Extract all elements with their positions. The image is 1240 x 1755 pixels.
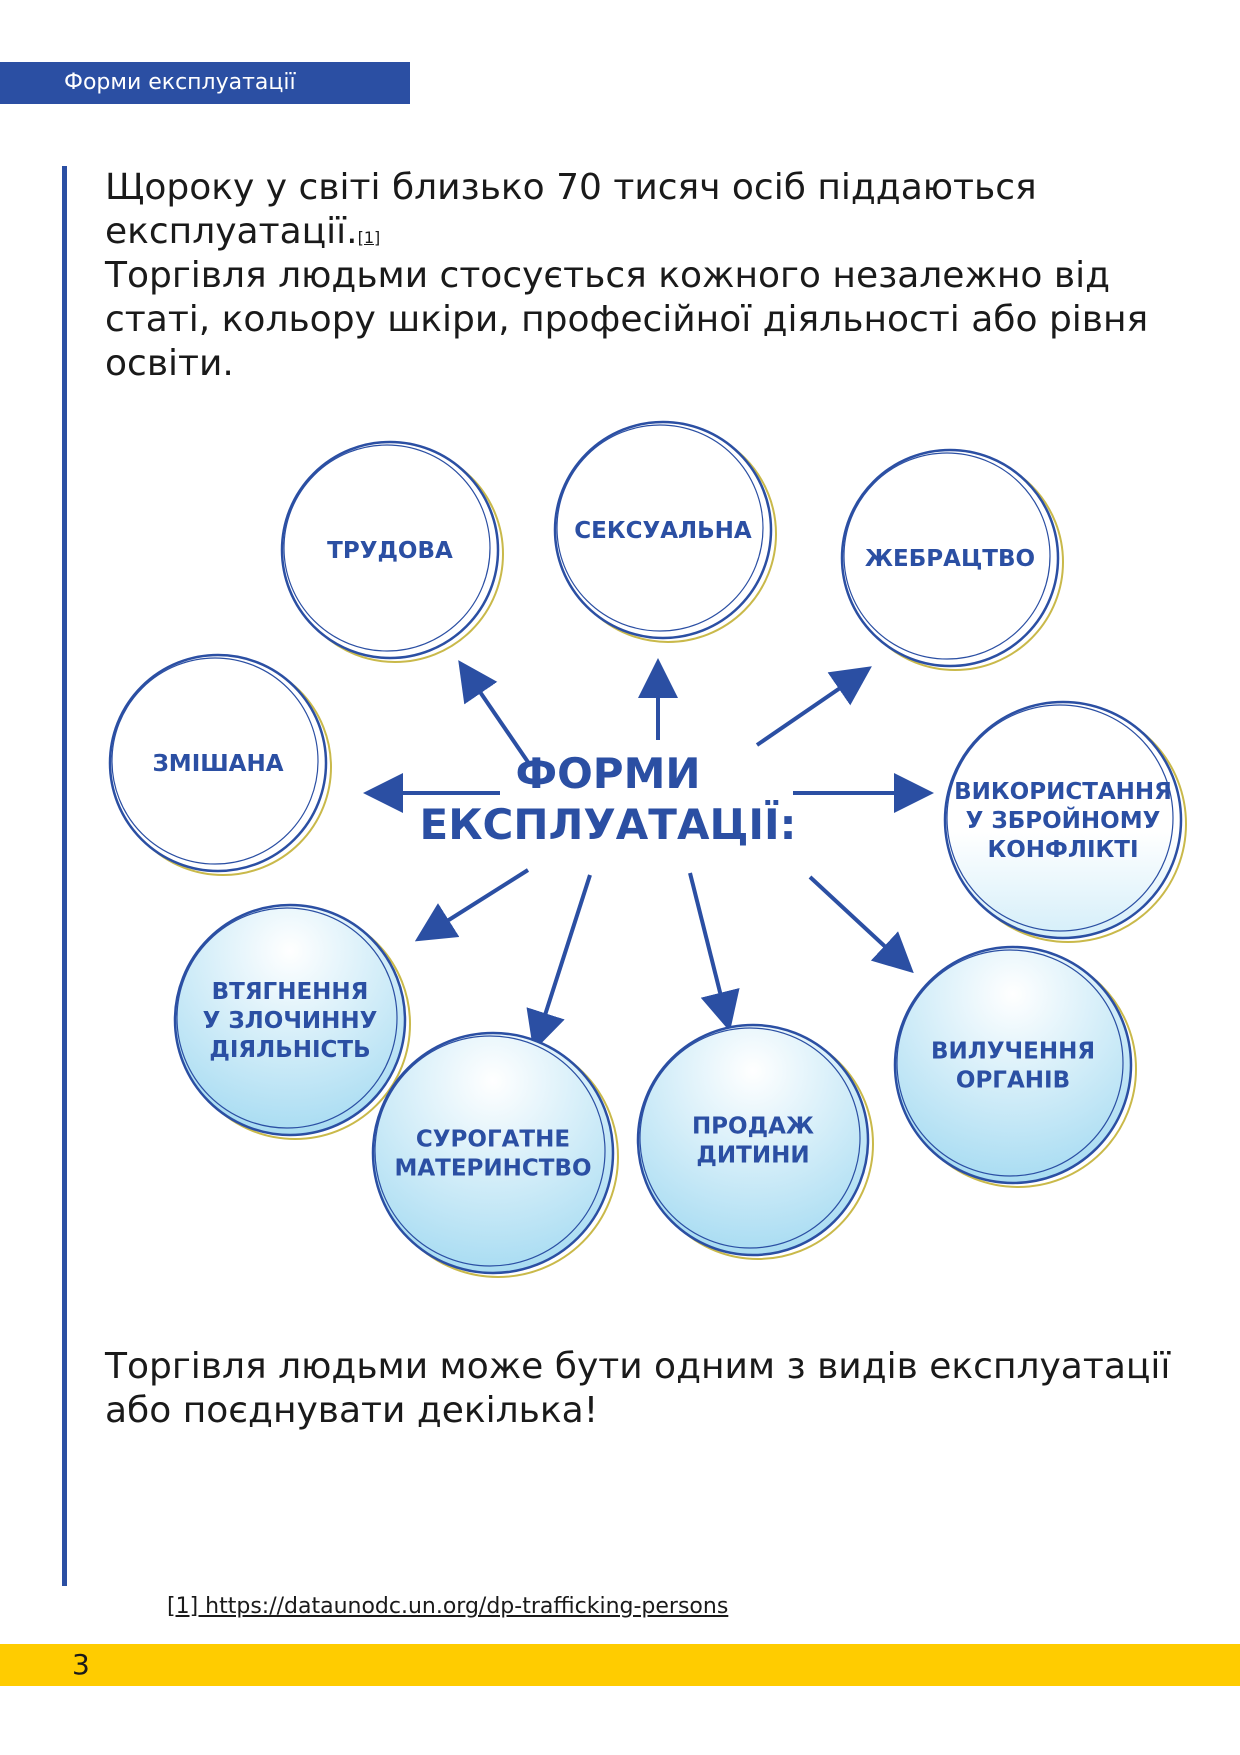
form-label-organs-2: ОРГАНІВ — [956, 1068, 1070, 1094]
outro-text: Торгівля людьми може бути одним з видів … — [105, 1345, 1185, 1433]
form-label-surrogacy-2: МАТЕРИНСТВО — [394, 1156, 591, 1182]
section-header: Форми експлуатації — [0, 62, 410, 104]
form-label-surrogacy-1: СУРОГАТНЕ — [416, 1127, 570, 1153]
form-circle-organs: ВИЛУЧЕННЯ ОРГАНІВ — [893, 945, 1137, 1188]
arrows-group — [363, 658, 934, 1052]
section-title: Форми експлуатації — [64, 70, 296, 95]
center-label-line-1: ФОРМИ — [515, 749, 700, 798]
form-circle-begging: ЖЕБРАЦТВО — [840, 448, 1064, 671]
form-label-criminal-3: ДІЯЛЬНІСТЬ — [209, 1037, 370, 1063]
form-label-armed-conflict-1: ВИКОРИСТАННЯ — [954, 779, 1172, 805]
arrow-criminal — [414, 868, 530, 942]
form-label-child-sale-1: ПРОДАЖ — [692, 1114, 814, 1140]
form-circle-criminal: ВТЯГНЕННЯ У ЗЛОЧИННУ ДІЯЛЬНІСТЬ — [173, 903, 411, 1140]
arrow-surrogacy — [526, 874, 592, 1052]
form-circle-mixed: ЗМІШАНА — [108, 653, 332, 876]
intro-line-2: Торгівля людьми стосується кожного незал… — [105, 255, 1149, 384]
circles-group: ТРУДОВА СЕКСУАЛЬНА ЖЕБРАЦТВО ЗМІШАНА ВИКОРИС… — [108, 420, 1187, 1278]
footnote-ref[interactable]: [1] — [357, 228, 381, 247]
intro-text: Щороку у світі близько 70 тисяч осіб під… — [105, 166, 1185, 386]
outro-paragraph: Торгівля людьми може бути одним з видів … — [105, 1346, 1171, 1431]
form-label-labour-1: ТРУДОВА — [327, 538, 453, 564]
footnote-link[interactable]: [1] https://dataunodc.un.org/dp-traffick… — [167, 1594, 729, 1619]
footer-band — [0, 1644, 1240, 1686]
form-circle-sexual: СЕКСУАЛЬНА — [553, 420, 777, 643]
arrow-begging — [755, 666, 872, 747]
page-number: 3 — [72, 1648, 90, 1681]
form-label-begging-1: ЖЕБРАЦТВО — [865, 546, 1035, 572]
arrow-child-sale — [688, 872, 740, 1032]
arrow-organs — [808, 875, 914, 974]
form-label-criminal-2: У ЗЛОЧИННУ — [203, 1008, 378, 1034]
side-rule — [62, 166, 67, 1586]
center-label-group: ФОРМИ ЕКСПЛУАТАЦІЇ: — [420, 749, 797, 849]
form-label-criminal-1: ВТЯГНЕННЯ — [212, 979, 369, 1005]
arrow-labour — [458, 660, 532, 767]
form-label-sexual-1: СЕКСУАЛЬНА — [574, 518, 752, 544]
form-circle-labour: ТРУДОВА — [280, 440, 504, 663]
intro-line-1: Щороку у світі близько 70 тисяч осіб під… — [105, 166, 1185, 254]
form-label-mixed-1: ЗМІШАНА — [152, 751, 283, 777]
exploitation-forms-diagram: ТРУДОВА СЕКСУАЛЬНА ЖЕБРАЦТВО ЗМІШАНА ВИКОРИС… — [108, 420, 1187, 1278]
form-label-organs-1: ВИЛУЧЕННЯ — [931, 1039, 1095, 1065]
center-label-line-2: ЕКСПЛУАТАЦІЇ: — [420, 799, 797, 849]
form-circle-surrogacy: СУРОГАТНЕ МАТЕРИНСТВО — [371, 1031, 619, 1278]
form-label-armed-conflict-2: У ЗБРОЙНОМУ — [966, 806, 1161, 834]
form-label-child-sale-2: ДИТИНИ — [696, 1143, 809, 1169]
intro-statistic: Щороку у світі близько 70 тисяч осіб під… — [105, 167, 1037, 252]
form-circle-child-sale: ПРОДАЖ ДИТИНИ — [636, 1023, 874, 1260]
form-label-armed-conflict-3: КОНФЛІКТІ — [987, 837, 1138, 863]
